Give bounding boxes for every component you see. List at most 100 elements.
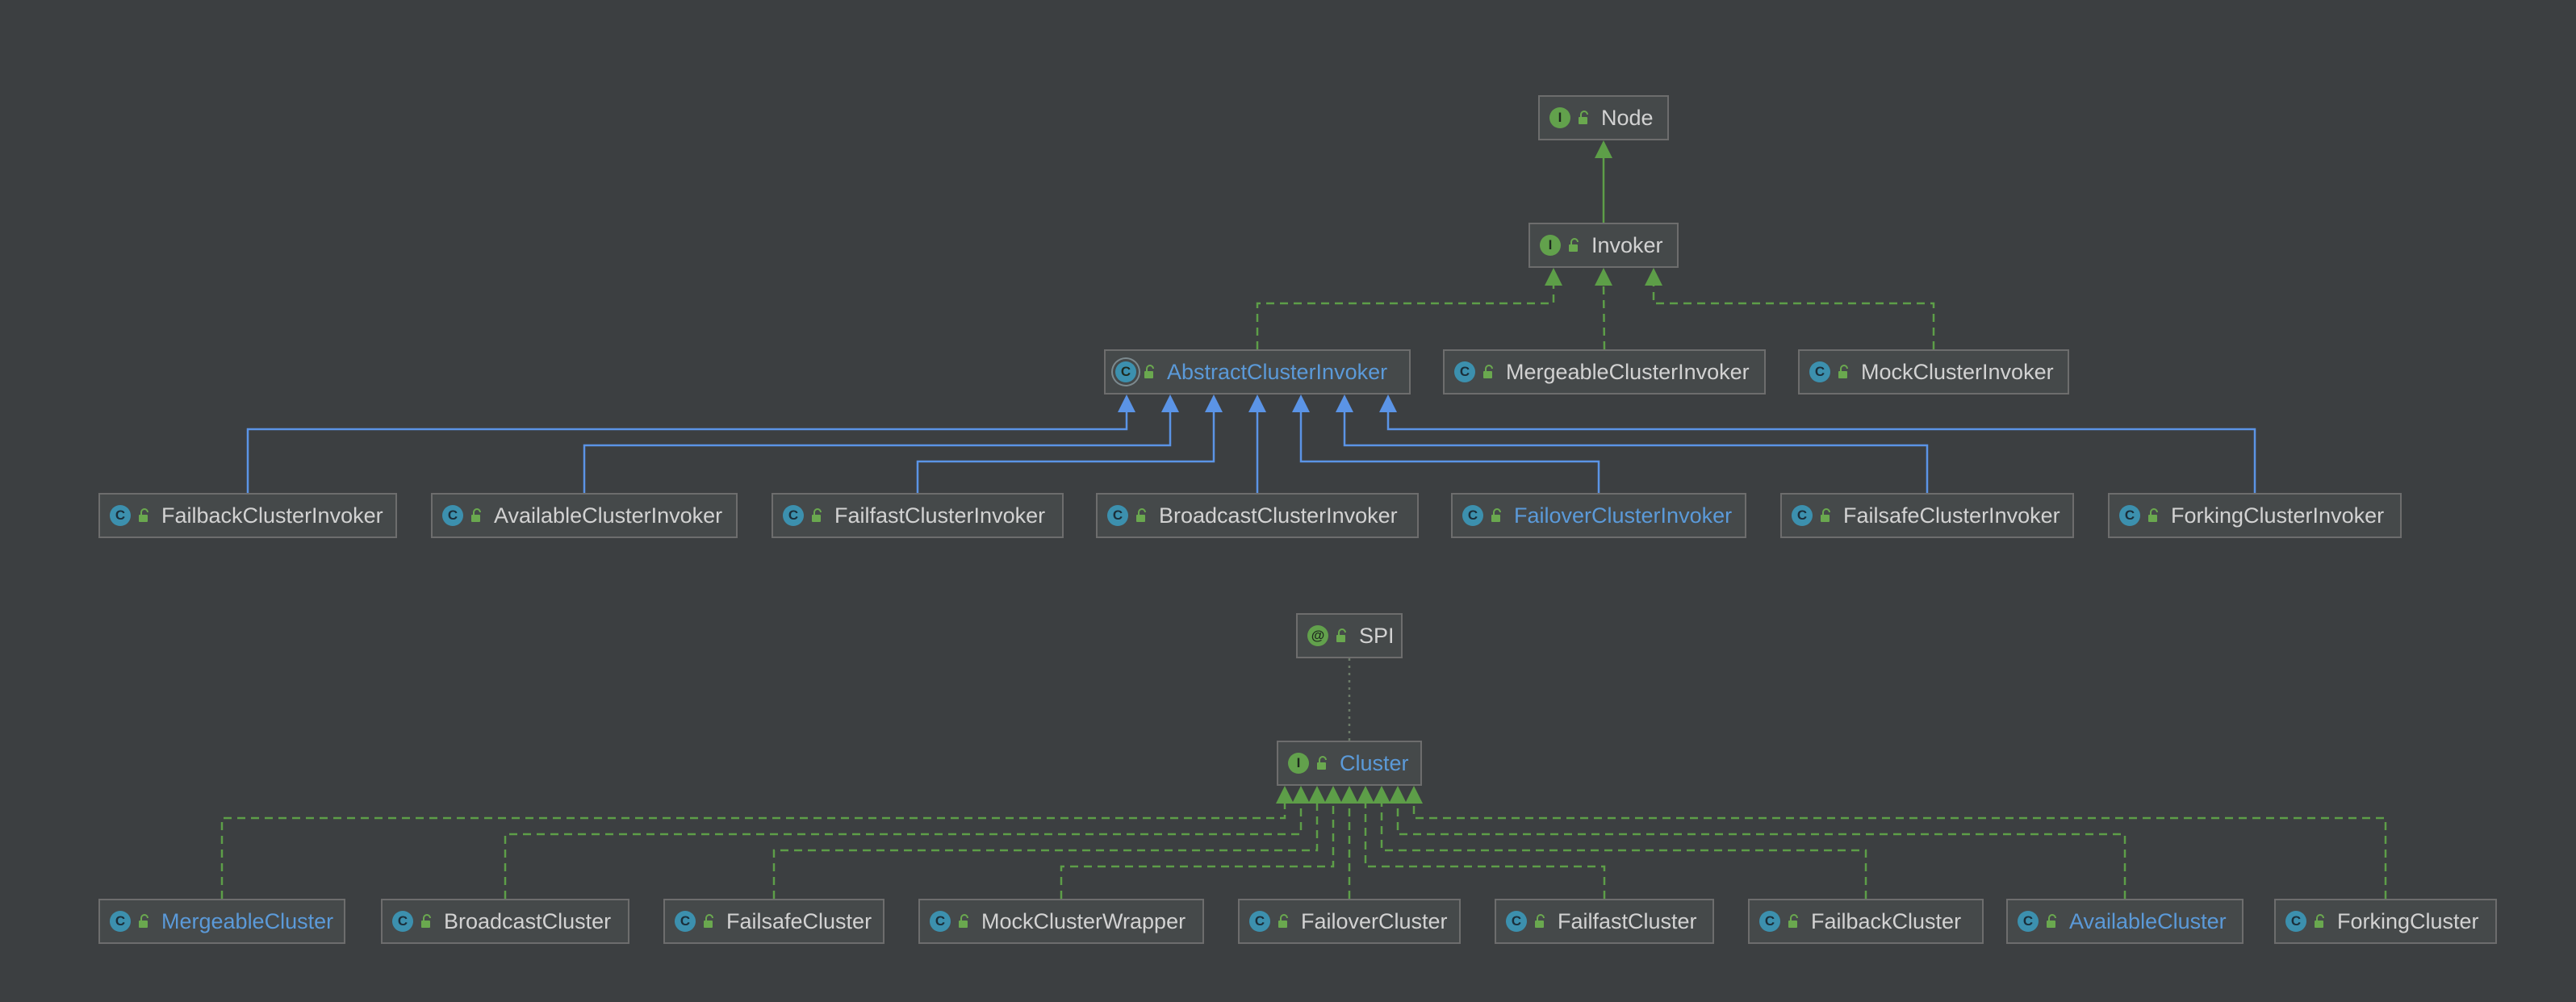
public-visibility-icon bbox=[1527, 914, 1558, 929]
edge-forking-cluster-to-cluster bbox=[1405, 786, 2387, 899]
node-label: BroadcastCluster bbox=[444, 908, 612, 933]
node-spi[interactable]: @ SPI bbox=[1296, 613, 1403, 658]
edge-mock-cluster-invoker-to-invoker bbox=[1645, 268, 1935, 349]
interface-icon: I bbox=[1549, 107, 1570, 128]
node-label: AvailableClusterInvoker bbox=[494, 503, 723, 528]
public-visibility-icon bbox=[1475, 365, 1506, 379]
edge-failover-cluster-invoker-to-abstract-cluster-invoker bbox=[1292, 395, 1600, 493]
node-label: MockClusterWrapper bbox=[981, 908, 1186, 933]
class-icon: C bbox=[1792, 505, 1813, 526]
edge-invoker-to-node bbox=[1595, 140, 1612, 223]
class-icon: C bbox=[392, 911, 413, 932]
public-visibility-icon bbox=[951, 914, 981, 929]
edge-abstract-cluster-invoker-to-invoker bbox=[1256, 268, 1562, 349]
node-failback-cluster-invoker[interactable]: C FailbackClusterInvoker bbox=[98, 493, 397, 538]
node-label: ForkingClusterInvoker bbox=[2171, 503, 2385, 528]
public-visibility-icon bbox=[2306, 914, 2337, 929]
abstract-class-icon: C bbox=[1115, 361, 1136, 382]
public-visibility-icon bbox=[1813, 508, 1843, 523]
edge-available-cluster-to-cluster bbox=[1389, 786, 2126, 899]
class-icon: C bbox=[2018, 911, 2039, 932]
edge-failback-cluster-to-cluster bbox=[1373, 786, 1867, 899]
arrowhead bbox=[1324, 786, 1342, 804]
arrowhead bbox=[1595, 268, 1612, 286]
node-label: FailoverClusterInvoker bbox=[1514, 503, 1733, 528]
class-icon: C bbox=[1506, 911, 1527, 932]
class-icon: C bbox=[1454, 361, 1475, 382]
class-icon: C bbox=[930, 911, 951, 932]
arrowhead bbox=[1118, 395, 1135, 412]
class-icon: C bbox=[110, 911, 131, 932]
arrowhead bbox=[1336, 395, 1353, 412]
arrowhead bbox=[1545, 268, 1562, 286]
node-label: SPI bbox=[1359, 623, 1395, 648]
edge-mergeable-cluster-to-cluster bbox=[220, 786, 1294, 899]
edge-failback-cluster-invoker-to-abstract-cluster-invoker bbox=[246, 395, 1135, 493]
public-visibility-icon bbox=[1570, 111, 1601, 125]
edge-broadcast-cluster-to-cluster bbox=[504, 786, 1310, 899]
node-label: FailsafeCluster bbox=[726, 908, 872, 933]
node-node[interactable]: I Node bbox=[1538, 95, 1669, 140]
edge-failfast-cluster-invoker-to-abstract-cluster-invoker bbox=[916, 395, 1223, 493]
node-failsafe-cluster[interactable]: C FailsafeCluster bbox=[663, 899, 884, 944]
node-failfast-cluster[interactable]: C FailfastCluster bbox=[1495, 899, 1714, 944]
arrowhead bbox=[1645, 268, 1662, 286]
arrowhead bbox=[1161, 395, 1179, 412]
node-failback-cluster[interactable]: C FailbackCluster bbox=[1748, 899, 1984, 944]
arrowhead bbox=[1595, 140, 1612, 158]
arrowhead bbox=[1292, 395, 1310, 412]
node-broadcast-cluster[interactable]: C BroadcastCluster bbox=[381, 899, 629, 944]
edge-failover-cluster-to-cluster bbox=[1340, 786, 1358, 899]
class-icon: C bbox=[2285, 911, 2306, 932]
node-label: FailsafeClusterInvoker bbox=[1843, 503, 2060, 528]
arrowhead bbox=[1379, 395, 1397, 412]
class-icon: C bbox=[110, 505, 131, 526]
node-forking-cluster[interactable]: C ForkingCluster bbox=[2274, 899, 2497, 944]
public-visibility-icon bbox=[1780, 914, 1811, 929]
node-label: BroadcastClusterInvoker bbox=[1159, 503, 1398, 528]
node-failover-cluster-invoker[interactable]: C FailoverClusterInvoker bbox=[1451, 493, 1746, 538]
node-label: MockClusterInvoker bbox=[1861, 359, 2054, 384]
edge-mergeable-cluster-invoker-to-invoker bbox=[1595, 268, 1612, 350]
node-label: FailbackClusterInvoker bbox=[161, 503, 383, 528]
public-visibility-icon bbox=[1328, 628, 1359, 643]
public-visibility-icon bbox=[1309, 756, 1340, 770]
node-failsafe-cluster-invoker[interactable]: C FailsafeClusterInvoker bbox=[1780, 493, 2074, 538]
arrowhead bbox=[1340, 786, 1358, 804]
edge-broadcast-cluster-invoker-to-abstract-cluster-invoker bbox=[1248, 395, 1266, 493]
node-label: ForkingCluster bbox=[2337, 908, 2479, 933]
edge-available-cluster-invoker-to-abstract-cluster-invoker bbox=[583, 395, 1179, 493]
arrowhead bbox=[1389, 786, 1407, 804]
node-label: FailbackCluster bbox=[1811, 908, 1962, 933]
public-visibility-icon bbox=[2140, 508, 2171, 523]
arrowhead bbox=[1357, 786, 1374, 804]
node-label: Node bbox=[1601, 105, 1654, 130]
node-label: FailfastCluster bbox=[1558, 908, 1697, 933]
node-mock-cluster-wrapper[interactable]: C MockClusterWrapper bbox=[918, 899, 1204, 944]
interface-icon: I bbox=[1288, 753, 1309, 774]
edge-failsafe-cluster-to-cluster bbox=[772, 786, 1326, 899]
public-visibility-icon bbox=[1830, 365, 1861, 379]
public-visibility-icon bbox=[804, 508, 834, 523]
annotation-icon: @ bbox=[1307, 625, 1328, 646]
edge-failfast-cluster-to-cluster bbox=[1357, 786, 1606, 899]
class-icon: C bbox=[783, 505, 804, 526]
public-visibility-icon bbox=[1128, 508, 1159, 523]
arrowhead bbox=[1292, 786, 1310, 804]
class-icon: C bbox=[675, 911, 696, 932]
class-icon: C bbox=[1759, 911, 1780, 932]
class-icon: C bbox=[1462, 505, 1483, 526]
